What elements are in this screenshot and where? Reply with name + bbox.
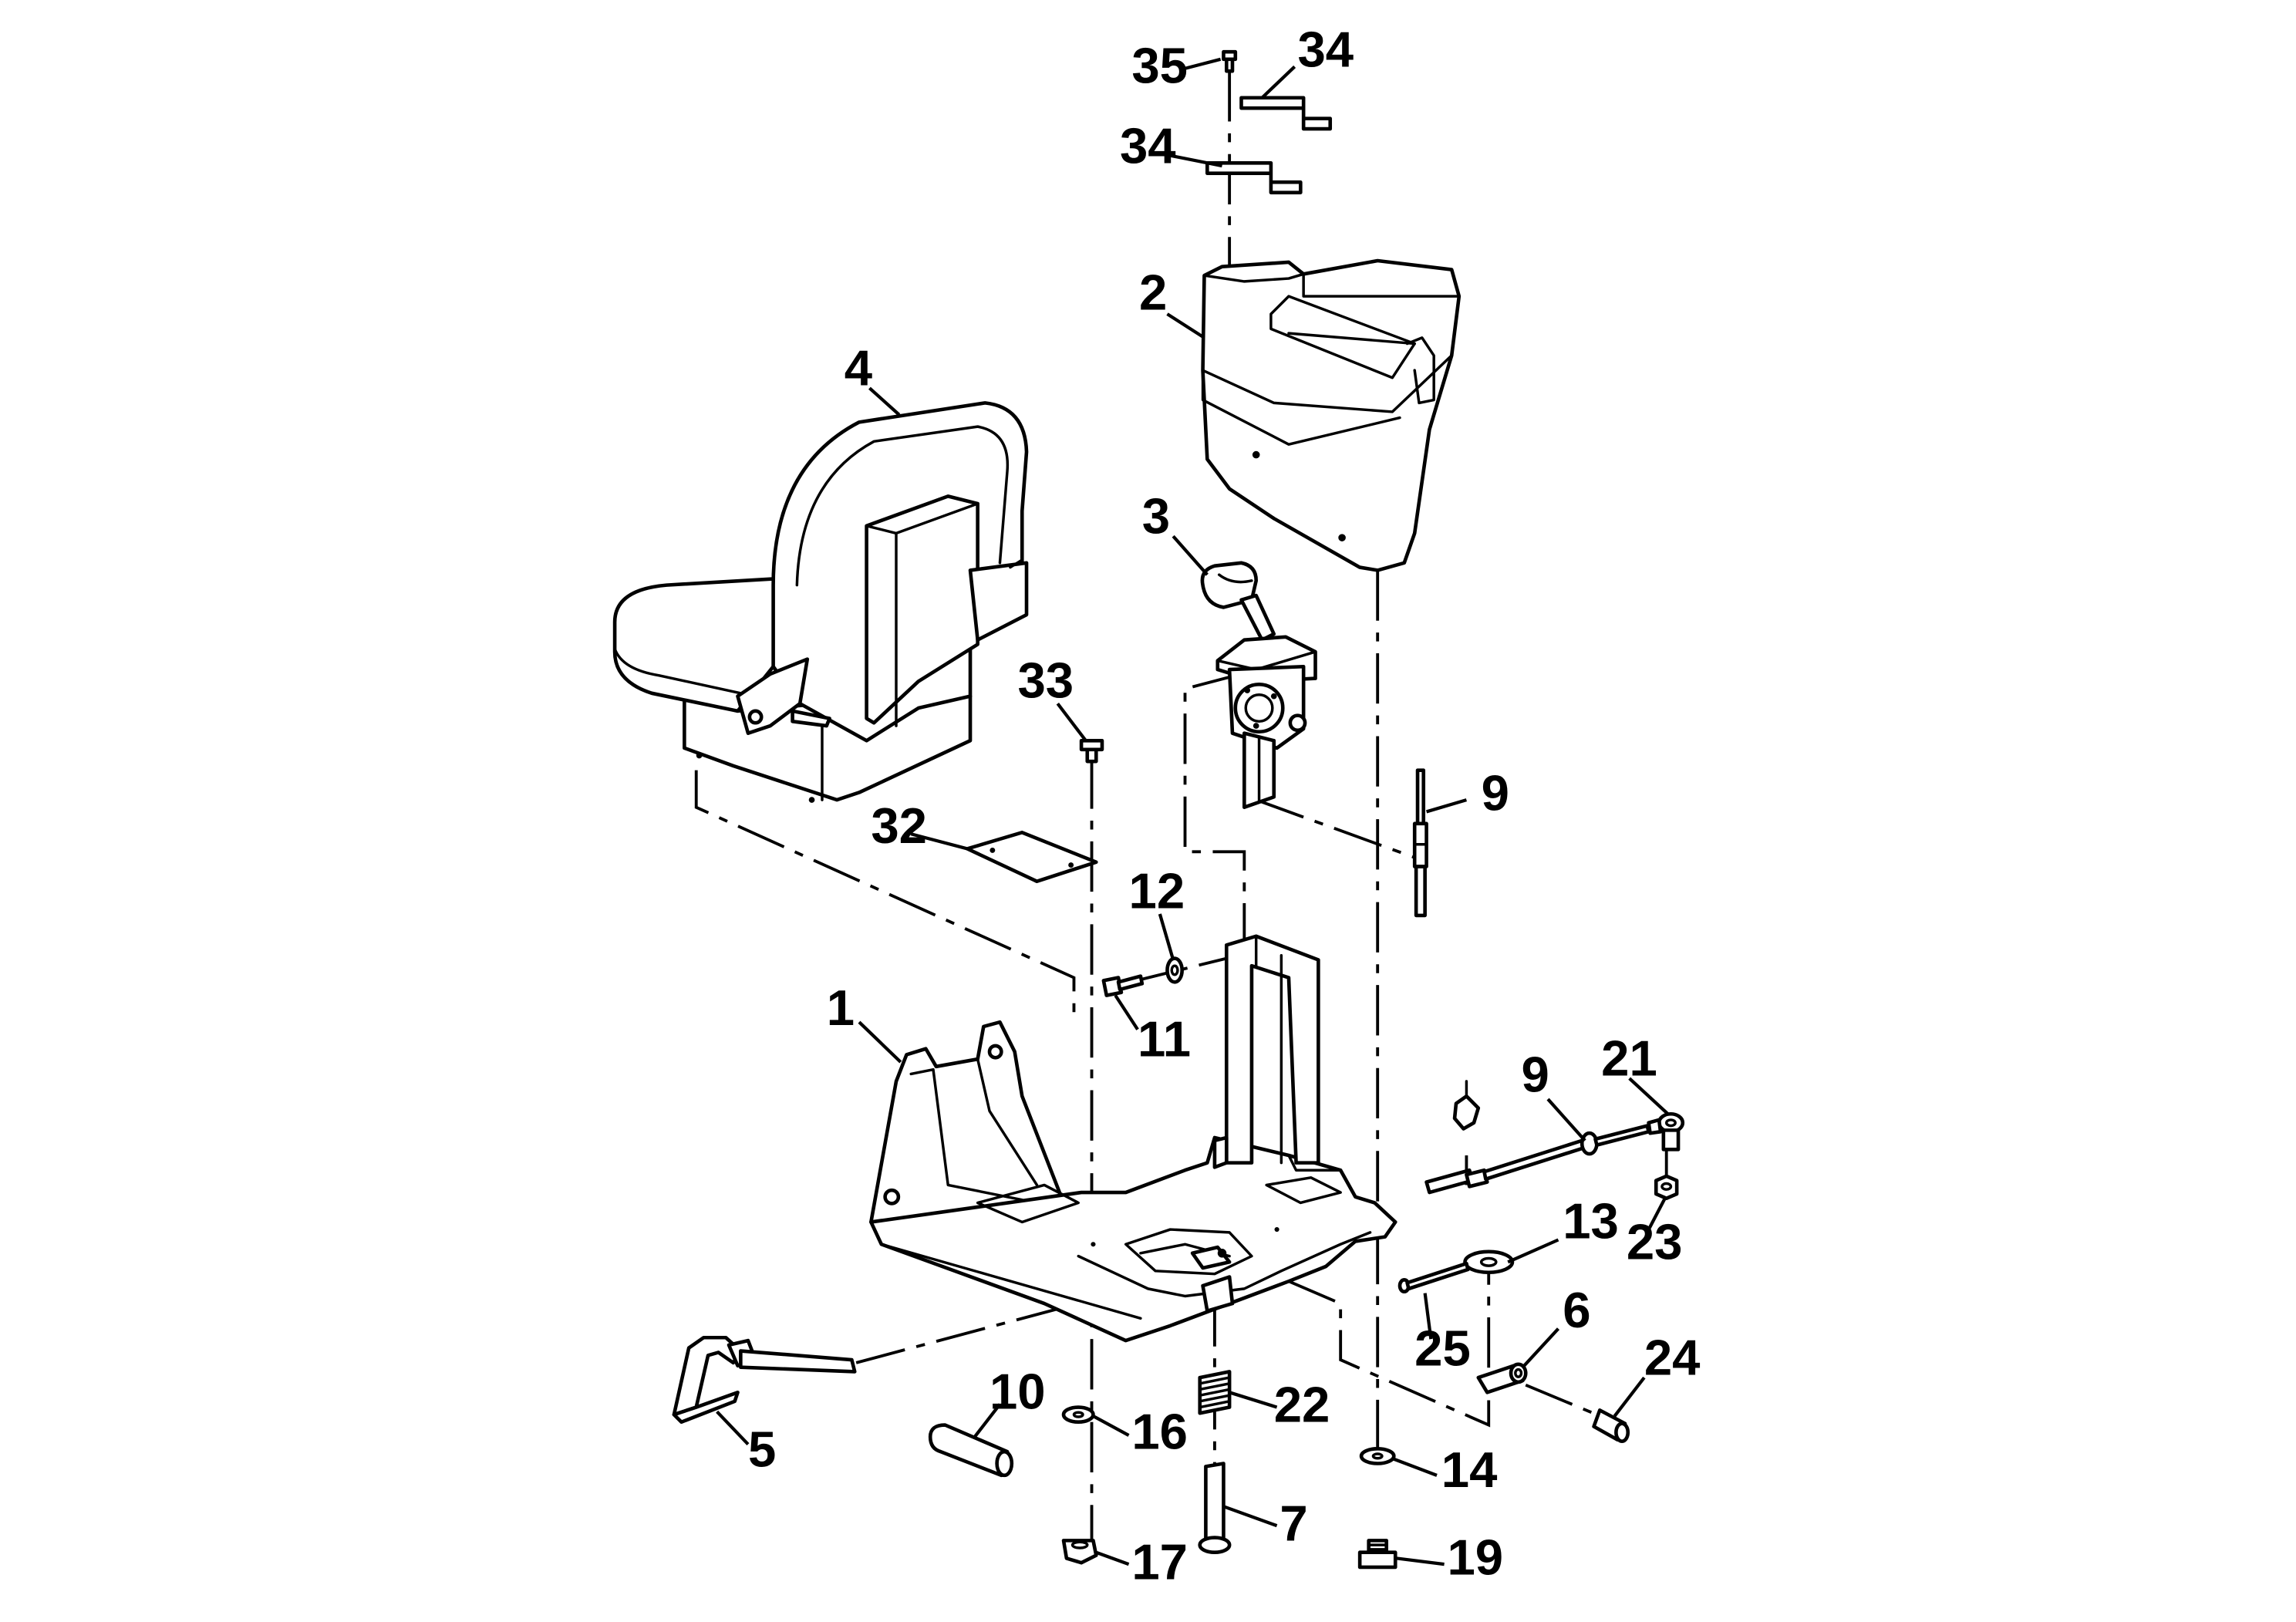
washer-16 [1061,1405,1095,1425]
nut-23 [1654,1174,1679,1201]
bracket-34-upper [1239,96,1333,131]
screw-33 [1079,738,1104,764]
callout-10: 10 [990,1363,1046,1419]
washer-14 [1359,1446,1396,1465]
callout-12: 12 [1129,862,1185,919]
callout-13: 13 [1563,1193,1619,1249]
callout-11: 11 [1138,1010,1191,1067]
callout-23: 23 [1627,1213,1683,1270]
callout-4: 4 [845,339,872,396]
callout-34-lower: 34 [1120,117,1176,174]
callout-9-upper: 9 [1482,765,1509,821]
nut-17 [1061,1539,1098,1565]
console-cover-2 [1201,258,1462,572]
bracket-34-lower [1205,160,1303,194]
callout-2: 2 [1139,264,1167,320]
seat-4 [612,401,1029,803]
callout-34-upper: 34 [1297,21,1354,77]
cable-9-upper [1412,768,1428,918]
bolt-19 [1357,1539,1397,1570]
leader-lines [716,57,1670,1566]
callout-21: 21 [1601,1030,1657,1086]
callout-5: 5 [748,1421,776,1477]
callout-16: 16 [1131,1403,1188,1459]
callout-25: 25 [1414,1320,1471,1377]
pin-24 [1592,1408,1630,1443]
callout-24: 24 [1644,1329,1701,1385]
plate-32 [965,831,1098,884]
bolt-11 [1101,974,1145,997]
callout-22: 22 [1274,1377,1330,1433]
pin-7 [1198,1462,1232,1555]
callout-35: 35 [1131,38,1188,94]
callout-7: 7 [1279,1495,1307,1551]
callout-3: 3 [1142,487,1170,544]
washer-12 [1165,956,1184,984]
callout-33: 33 [1017,653,1074,709]
callout-labels: 35 34 34 2 4 3 33 9 32 12 11 1 9 21 23 1… [748,21,1701,1590]
frame-base-1 [869,934,1397,1343]
callout-32: 32 [871,798,927,854]
callout-1: 1 [827,980,855,1036]
callout-14: 14 [1441,1442,1498,1498]
spring-22 [1198,1370,1232,1415]
callout-17: 17 [1131,1533,1188,1590]
screw-35 [1222,49,1238,73]
spacer-6 [1476,1362,1528,1394]
callout-19: 19 [1447,1529,1503,1586]
callout-6: 6 [1563,1282,1590,1338]
rod-end-21 [1647,1111,1685,1152]
callout-9-lower: 9 [1521,1046,1549,1102]
grip-10 [928,1423,1014,1478]
handle-5 [672,1335,857,1425]
shift-control-3 [1200,561,1317,810]
plate-13 [1463,1249,1515,1275]
pin-25 [1397,1261,1470,1294]
